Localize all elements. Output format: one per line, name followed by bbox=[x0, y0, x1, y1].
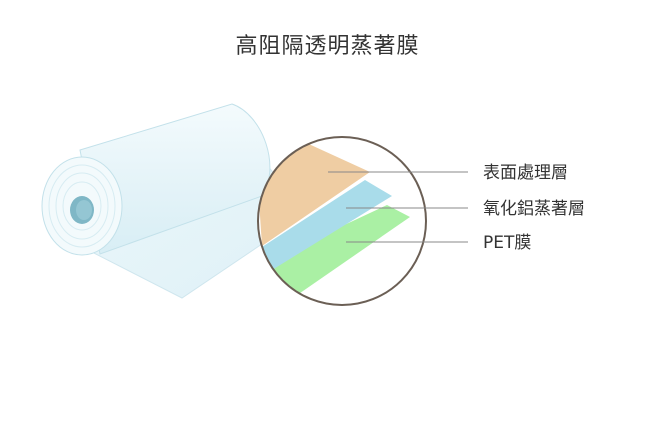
layer-pet-shape bbox=[265, 205, 410, 300]
label-alox: 氧化鋁蒸著層 bbox=[483, 199, 585, 219]
label-pet: PET膜 bbox=[483, 233, 531, 253]
page-title: 高阻隔透明蒸著膜 bbox=[235, 34, 420, 59]
magnifier-ring bbox=[257, 136, 427, 306]
film-roll-icon bbox=[41, 103, 306, 299]
label-surface: 表面處理層 bbox=[483, 163, 568, 183]
layer-surface-shape bbox=[258, 140, 370, 246]
layer-alox-shape bbox=[262, 180, 392, 270]
magnifier-circle-icon bbox=[257, 136, 427, 306]
